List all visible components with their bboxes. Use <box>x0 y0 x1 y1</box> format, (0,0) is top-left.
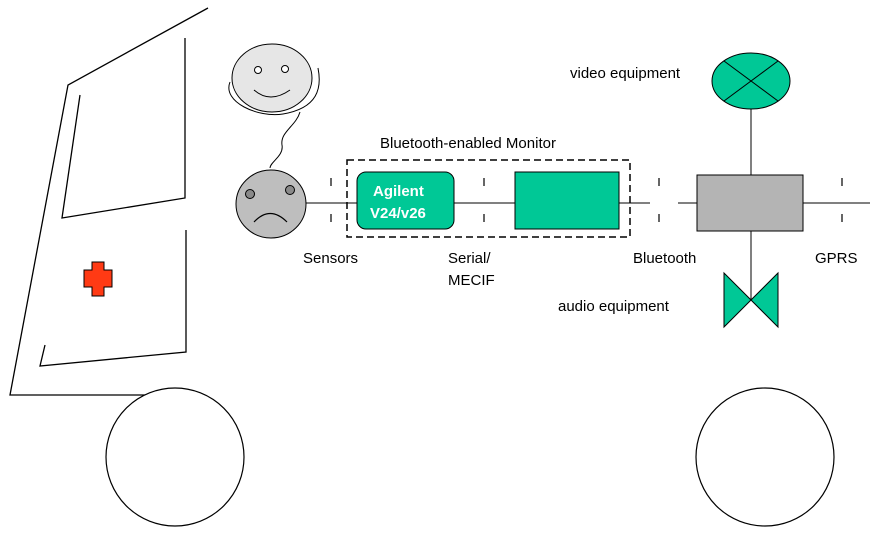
red-cross-icon <box>83 261 113 297</box>
rear-wheel <box>695 387 835 527</box>
video-equipment-label: video equipment <box>570 65 681 82</box>
ambulance-window <box>61 38 186 219</box>
face-strap <box>228 67 320 116</box>
bluetooth-label: Bluetooth <box>633 250 696 267</box>
frowning-face-icon <box>235 169 307 239</box>
agilent-module <box>356 171 455 230</box>
serial-label-line2: MECIF <box>448 272 495 289</box>
audio-equipment-icon <box>723 271 779 329</box>
smiling-face-icon <box>228 43 320 116</box>
front-wheel <box>105 387 245 527</box>
ambulance-outer-outline <box>9 7 209 396</box>
serial-label-line1: Serial/ <box>448 250 491 267</box>
ambulance <box>9 7 209 396</box>
bluetooth-module <box>514 171 620 230</box>
ambulance-door-outline <box>39 230 187 367</box>
sensors-label: Sensors <box>303 250 358 267</box>
agilent-label-line1: Agilent <box>373 183 424 200</box>
audio-equipment-label: audio equipment <box>558 298 670 315</box>
gateway-box <box>696 174 804 232</box>
gprs-label: GPRS <box>815 250 858 267</box>
agilent-label-line2: V24/v26 <box>370 205 426 222</box>
sensor-cable <box>269 111 301 169</box>
interface-separators <box>330 178 843 222</box>
monitor-group-label: Bluetooth-enabled Monitor <box>380 135 556 152</box>
connection-lines <box>306 108 870 300</box>
video-equipment-icon <box>711 52 791 110</box>
monitor-group-box <box>346 159 631 238</box>
